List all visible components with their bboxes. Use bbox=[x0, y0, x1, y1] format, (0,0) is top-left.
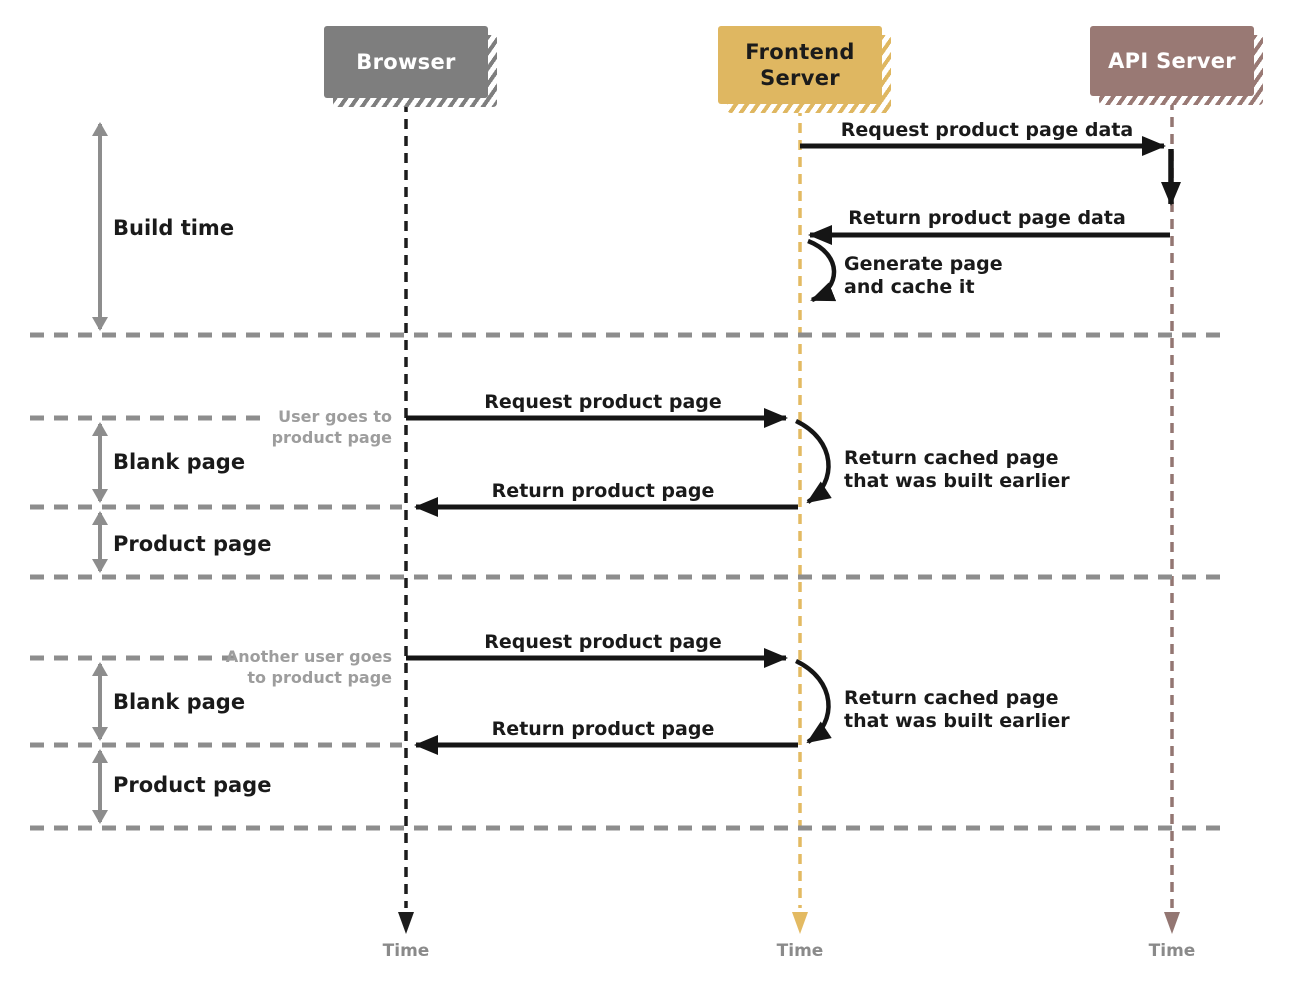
phase-blank-page-label-2: Blank page bbox=[113, 690, 246, 714]
actor-browser-box: Browser bbox=[324, 26, 488, 98]
phase-product-page-label-2: Product page bbox=[113, 773, 272, 797]
msg-return-cached-label-2: Return cached page that was built earlie… bbox=[844, 687, 1070, 732]
lifeline-frontend bbox=[792, 106, 808, 934]
actor-api-box: API Server bbox=[1090, 26, 1254, 96]
msg-return-cached-label-1: Return cached page that was built earlie… bbox=[844, 447, 1070, 492]
actor-browser: Browser bbox=[324, 26, 497, 107]
msg-request-page-label-2: Request product page bbox=[484, 631, 722, 653]
message-arrows-build bbox=[800, 136, 1181, 303]
msg-request-data-label: Request product page data bbox=[840, 119, 1134, 141]
phase-blank-page-label-1: Blank page bbox=[113, 450, 246, 474]
actor-browser-label: Browser bbox=[356, 50, 456, 74]
msg-return-data-label: Return product page data bbox=[848, 207, 1126, 229]
lifeline-browser bbox=[398, 102, 414, 934]
annotation-user1: User goes to product page bbox=[271, 407, 392, 447]
phase-build-time-label: Build time bbox=[113, 216, 235, 240]
time-label-api: Time bbox=[1148, 941, 1196, 961]
time-label-frontend: Time bbox=[776, 941, 824, 961]
actor-frontend-box: Frontend Server bbox=[718, 26, 882, 104]
msg-return-page-label-1: Return product page bbox=[491, 480, 715, 502]
annotation-user2: Another user goes to product page bbox=[225, 647, 392, 687]
actor-frontend-label: Frontend Server bbox=[745, 39, 855, 90]
actor-api-label: API Server bbox=[1108, 49, 1236, 73]
lifeline-api bbox=[1164, 100, 1180, 934]
msg-request-page-label-1: Request product page bbox=[484, 391, 722, 413]
msg-return-page-label-2: Return product page bbox=[491, 718, 715, 740]
msg-generate-cache-label: Generate page and cache it bbox=[844, 253, 1003, 298]
message-arrows-user2 bbox=[406, 648, 832, 755]
actor-frontend: Frontend Server bbox=[718, 26, 891, 113]
actor-api: API Server bbox=[1090, 26, 1263, 105]
phase-separators bbox=[30, 332, 1228, 831]
time-label-browser: Time bbox=[382, 941, 430, 961]
message-arrows-user1 bbox=[406, 408, 832, 517]
phase-product-page-label-1: Product page bbox=[113, 532, 272, 556]
